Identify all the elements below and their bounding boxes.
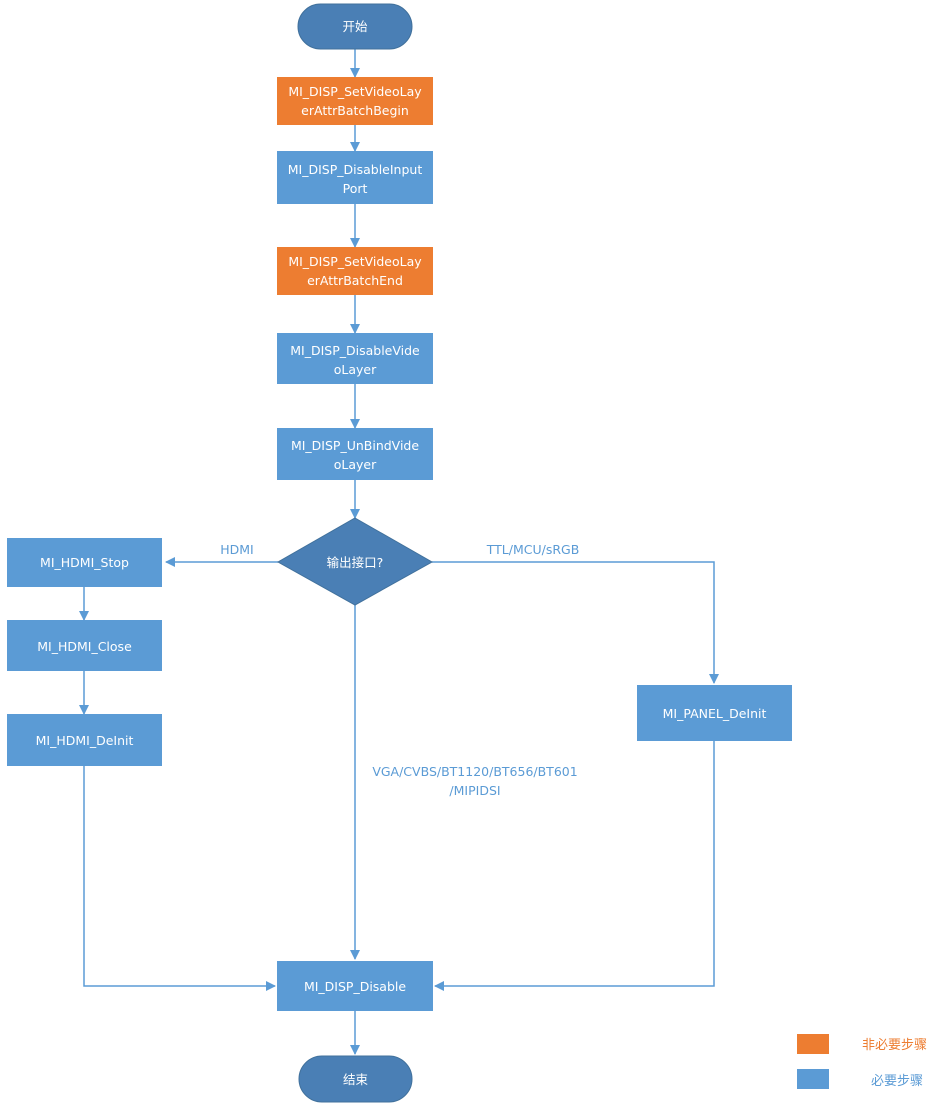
batch-begin-node: MI_DISP_SetVideoLay erAttrBatchBegin xyxy=(277,77,433,125)
batch-end-label-line2: erAttrBatchEnd xyxy=(307,273,403,288)
panel-deinit-label: MI_PANEL_DeInit xyxy=(663,706,767,721)
hdmi-stop-label: MI_HDMI_Stop xyxy=(40,555,129,570)
disable-input-port-node: MI_DISP_DisableInput Port xyxy=(277,151,433,204)
disable-video-layer-label-line2: oLayer xyxy=(334,362,377,377)
unbind-video-layer-label-line2: oLayer xyxy=(334,457,377,472)
batch-begin-label-line2: erAttrBatchBegin xyxy=(301,103,409,118)
hdmi-close-label: MI_HDMI_Close xyxy=(37,639,132,654)
batch-begin-label-line1: MI_DISP_SetVideoLay xyxy=(288,84,422,99)
disable-video-layer-label-line1: MI_DISP_DisableVide xyxy=(290,343,420,358)
unbind-video-layer-node: MI_DISP_UnBindVide oLayer xyxy=(277,428,433,480)
disable-video-layer-node: MI_DISP_DisableVide oLayer xyxy=(277,333,433,384)
legend-optional-label: 非必要步骤 xyxy=(862,1038,927,1053)
disable-input-port-label-line1: MI_DISP_DisableInput xyxy=(288,162,423,177)
legend: 非必要步骤 必要步骤 xyxy=(797,1034,927,1089)
unbind-video-layer-label-line1: MI_DISP_UnBindVide xyxy=(291,438,419,453)
start-node: 开始 xyxy=(297,3,413,50)
edge-label-vga-line2: /MIPIDSI xyxy=(449,783,500,798)
start-label: 开始 xyxy=(342,19,368,34)
end-label: 结束 xyxy=(343,1072,369,1087)
legend-optional-swatch xyxy=(797,1034,829,1054)
legend-required-swatch xyxy=(797,1069,829,1089)
disp-disable-label: MI_DISP_Disable xyxy=(304,979,406,994)
batch-end-label-line1: MI_DISP_SetVideoLay xyxy=(288,254,422,269)
legend-required-label: 必要步骤 xyxy=(871,1074,923,1089)
hdmi-close-node: MI_HDMI_Close xyxy=(7,620,162,671)
hdmi-deinit-label: MI_HDMI_DeInit xyxy=(36,733,134,748)
arrow-hdmi-deinit-to-disp-disable xyxy=(83,766,276,991)
edge-label-vga-line1: VGA/CVBS/BT1120/BT656/BT601 xyxy=(372,764,577,779)
disable-input-port-label-line2: Port xyxy=(343,181,368,196)
panel-deinit-node: MI_PANEL_DeInit xyxy=(637,685,792,741)
end-node: 结束 xyxy=(298,1055,413,1103)
decision-node: 输出接口? xyxy=(276,517,434,606)
arrow-panel-deinit-to-disp-disable xyxy=(434,741,715,991)
disp-disable-node: MI_DISP_Disable xyxy=(277,961,433,1011)
arrow-decision-to-panel-deinit xyxy=(432,561,719,684)
hdmi-deinit-node: MI_HDMI_DeInit xyxy=(7,714,162,766)
decision-label: 输出接口? xyxy=(327,555,384,570)
edge-label-ttl: TTL/MCU/sRGB xyxy=(486,542,580,557)
edge-label-hdmi: HDMI xyxy=(220,542,254,557)
batch-end-node: MI_DISP_SetVideoLay erAttrBatchEnd xyxy=(277,247,433,295)
connectors xyxy=(79,49,719,1055)
hdmi-stop-node: MI_HDMI_Stop xyxy=(7,538,162,587)
